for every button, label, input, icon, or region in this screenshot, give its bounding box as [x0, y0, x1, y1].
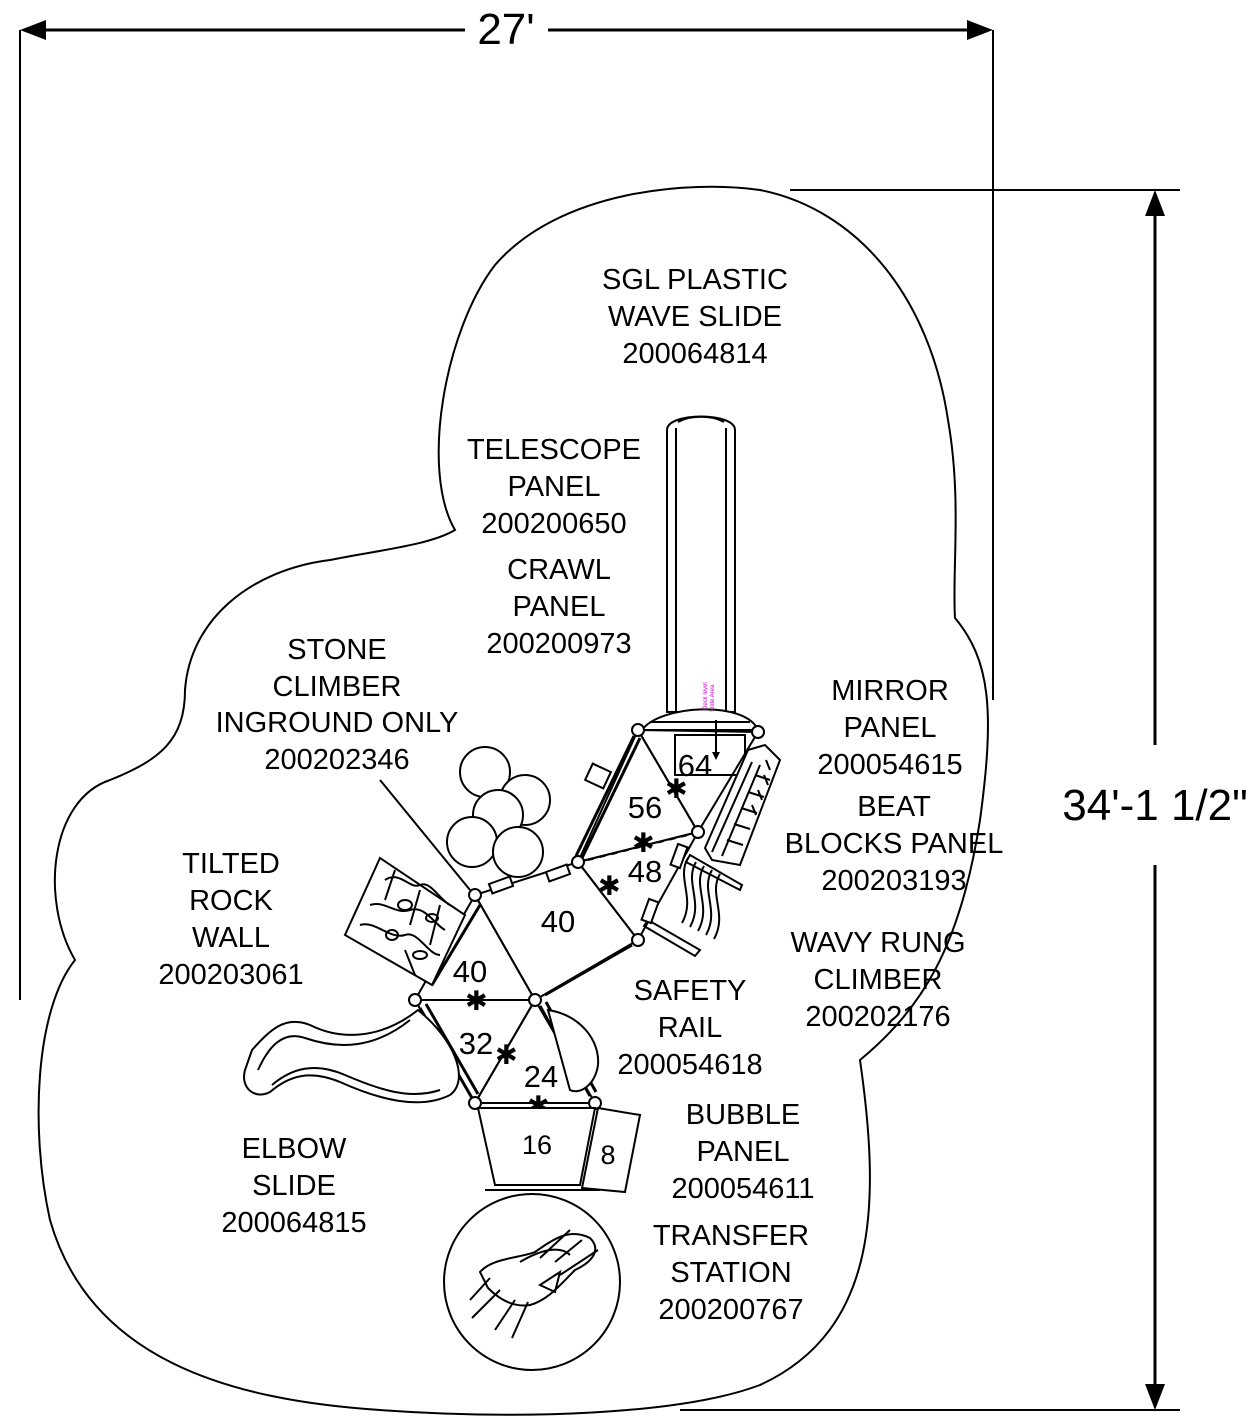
svg-text:✱: ✱: [665, 774, 688, 804]
slide-note-2: Slide Area: [710, 684, 716, 712]
svg-text:WAVY RUNG: WAVY RUNG: [790, 927, 965, 959]
svg-text:200200767: 200200767: [658, 1294, 803, 1326]
svg-text:200054618: 200054618: [617, 1049, 762, 1081]
svg-text:PANEL: PANEL: [508, 471, 601, 503]
svg-text:200064814: 200064814: [622, 338, 767, 370]
label-transfer-station: TRANSFER STATION 200200767: [653, 1220, 809, 1326]
tilted-rock-wall-drawing: [343, 856, 467, 987]
use-zone-boundary: [37, 185, 989, 1416]
deck-height-40-upper: 40: [541, 904, 575, 939]
svg-text:✱: ✱: [465, 986, 488, 1016]
svg-text:WALL: WALL: [192, 922, 270, 954]
label-bubble-panel: BUBBLE PANEL 200054611: [671, 1099, 814, 1205]
svg-text:STATION: STATION: [670, 1257, 791, 1289]
height-dimension: 34'-1 1/2": [680, 189, 1248, 1411]
svg-text:200203061: 200203061: [158, 959, 303, 991]
svg-text:CRAWL: CRAWL: [507, 554, 611, 586]
label-wave-slide: SGL PLASTIC WAVE SLIDE 200064814: [602, 264, 788, 370]
slide-note-1: Deck level: [703, 682, 709, 710]
svg-text:200202346: 200202346: [264, 744, 409, 776]
svg-text:✱: ✱: [632, 828, 655, 858]
bubble-panel-drawing: [476, 1106, 642, 1194]
svg-text:RAIL: RAIL: [658, 1012, 722, 1044]
deck-height-48: 48: [628, 854, 662, 889]
svg-text:ELBOW: ELBOW: [242, 1133, 347, 1165]
label-stone-climber: STONE CLIMBER INGROUND ONLY 200202346: [216, 634, 459, 776]
deck-height-40-lower: 40: [453, 954, 487, 989]
svg-text:200054615: 200054615: [817, 749, 962, 781]
deck-height-8: 8: [600, 1140, 615, 1170]
label-telescope-panel: TELESCOPE PANEL 200200650: [467, 434, 641, 540]
label-crawl-panel: CRAWL PANEL 200200973: [486, 554, 631, 660]
svg-text:CLIMBER: CLIMBER: [273, 671, 402, 703]
label-tilted-rock-wall: TILTED ROCK WALL 200203061: [158, 848, 303, 991]
svg-text:200200650: 200200650: [481, 508, 626, 540]
deck-heights: 64 56 48 40 40 32 24 16 8: [453, 748, 712, 1170]
label-wavy-rung-climber: WAVY RUNG CLIMBER 200202176: [790, 927, 965, 1033]
height-label: 34'-1 1/2": [1062, 781, 1247, 830]
svg-text:BUBBLE: BUBBLE: [686, 1099, 800, 1131]
svg-text:CLIMBER: CLIMBER: [814, 964, 943, 996]
svg-text:INGROUND ONLY: INGROUND ONLY: [216, 707, 459, 739]
svg-text:PANEL: PANEL: [513, 591, 606, 623]
svg-text:BLOCKS PANEL: BLOCKS PANEL: [785, 828, 1004, 860]
svg-text:PANEL: PANEL: [697, 1136, 790, 1168]
svg-text:200054611: 200054611: [671, 1173, 814, 1205]
deck-height-56: 56: [628, 790, 662, 825]
svg-text:WAVE SLIDE: WAVE SLIDE: [608, 301, 782, 333]
deck-height-16: 16: [522, 1130, 552, 1160]
transfer-station-drawing: [443, 1193, 621, 1371]
svg-text:✱: ✱: [495, 1040, 518, 1070]
svg-text:ROCK: ROCK: [189, 885, 273, 917]
svg-text:SLIDE: SLIDE: [252, 1170, 336, 1202]
deck-height-24: 24: [524, 1059, 558, 1094]
svg-text:200064815: 200064815: [221, 1207, 366, 1239]
width-dimension: 27': [19, 5, 994, 1000]
label-safety-rail: SAFETY RAIL 200054618: [617, 975, 762, 1081]
svg-text:SAFETY: SAFETY: [634, 975, 747, 1007]
svg-text:200202176: 200202176: [805, 1001, 950, 1033]
svg-text:SGL PLASTIC: SGL PLASTIC: [602, 264, 788, 296]
svg-text:200200973: 200200973: [486, 628, 631, 660]
svg-text:TILTED: TILTED: [182, 848, 280, 880]
svg-text:BEAT: BEAT: [857, 791, 931, 823]
svg-text:200203193: 200203193: [821, 865, 966, 897]
wavy-rung-climber-drawing: [642, 853, 744, 958]
svg-text:✱: ✱: [598, 871, 621, 901]
svg-text:TRANSFER: TRANSFER: [653, 1220, 809, 1252]
deck-height-32: 32: [459, 1026, 493, 1061]
label-beat-blocks-panel: BEAT BLOCKS PANEL 200203193: [785, 791, 1004, 897]
wave-slide-drawing: Deck level Slide Area: [640, 415, 760, 776]
label-mirror-panel: MIRROR PANEL 200054615: [817, 675, 962, 781]
width-label: 27': [477, 5, 534, 54]
svg-text:MIRROR: MIRROR: [831, 675, 949, 707]
svg-text:TELESCOPE: TELESCOPE: [467, 434, 641, 466]
label-elbow-slide: ELBOW SLIDE 200064815: [221, 1133, 366, 1239]
stone-climber-drawing: [379, 746, 551, 891]
elbow-slide-drawing: [243, 1008, 600, 1104]
deck-height-64: 64: [678, 748, 712, 783]
beat-blocks-drawing: [703, 743, 782, 867]
svg-text:STONE: STONE: [287, 634, 386, 666]
svg-text:PANEL: PANEL: [844, 712, 937, 744]
